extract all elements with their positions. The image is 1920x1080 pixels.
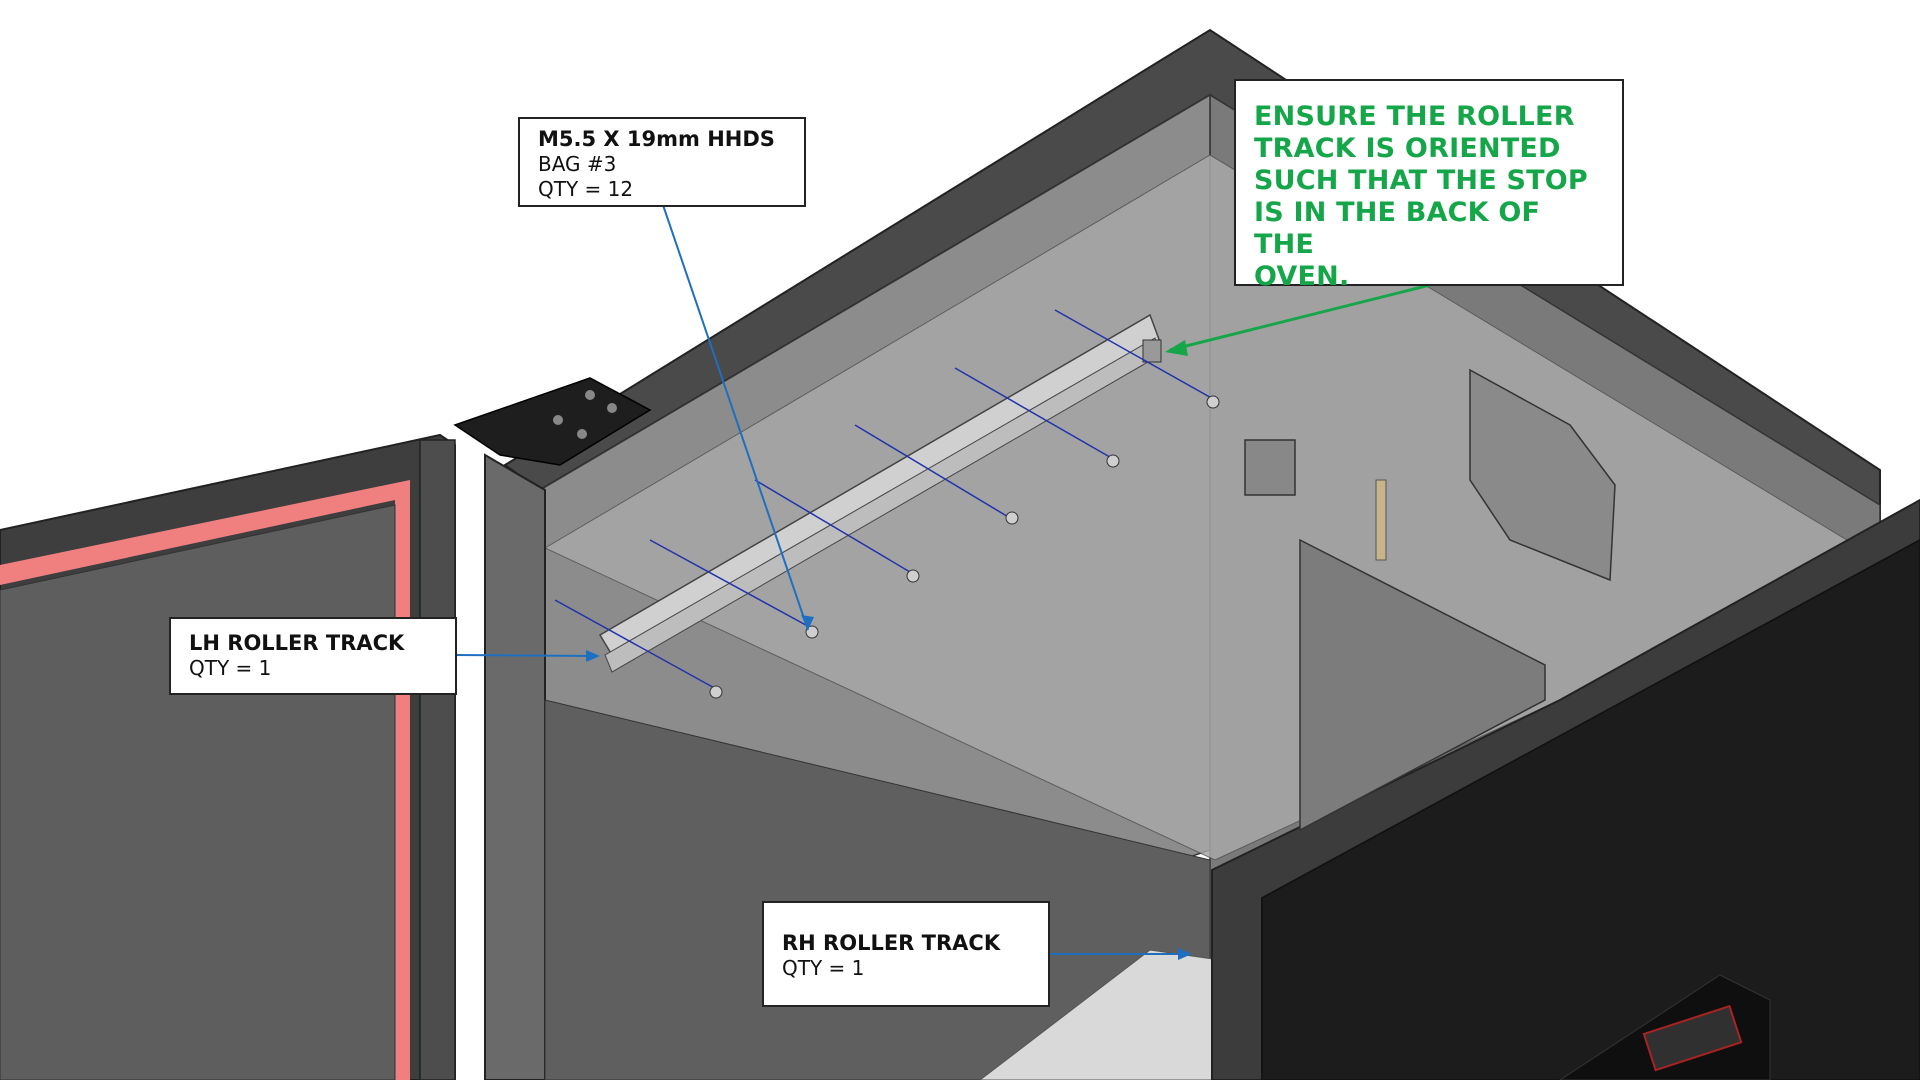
lh-track-title: LH ROLLER TRACK bbox=[189, 631, 405, 655]
note-leader bbox=[1169, 283, 1431, 352]
fastener-leader bbox=[662, 204, 809, 631]
hinge-bolt bbox=[585, 390, 595, 400]
rh-track-arrowhead bbox=[1178, 948, 1192, 960]
hinge-bolt bbox=[577, 429, 587, 439]
note-line: IS IN THE BACK OF THE bbox=[1254, 197, 1541, 260]
screw-axis-lines bbox=[554, 309, 1216, 691]
screws bbox=[709, 395, 1220, 699]
track-stop bbox=[1142, 339, 1162, 363]
screw bbox=[906, 569, 920, 583]
fastener-bag: BAG #3 bbox=[538, 152, 617, 176]
rh-track-title: RH ROLLER TRACK bbox=[782, 931, 1001, 955]
note-line: OVEN. bbox=[1254, 261, 1350, 292]
lh-track-arrowhead bbox=[586, 650, 600, 662]
note-line: ENSURE THE ROLLER bbox=[1254, 101, 1575, 132]
fastener-callout: M5.5 X 19mm HHDS BAG #3 QTY = 12 bbox=[518, 117, 806, 207]
right-front-panel bbox=[1261, 539, 1920, 1080]
rh-track-qty: QTY = 1 bbox=[782, 956, 865, 980]
fastener-qty: QTY = 12 bbox=[538, 177, 634, 201]
left-side-wall bbox=[484, 453, 546, 1080]
door-edge bbox=[419, 439, 456, 1080]
door-window bbox=[0, 504, 396, 1080]
note-arrowhead bbox=[1165, 340, 1188, 356]
hinge-bolt bbox=[553, 415, 563, 425]
blower-housing bbox=[1299, 538, 1546, 832]
warning-label bbox=[1642, 1004, 1743, 1072]
screw bbox=[709, 685, 723, 699]
note-line: TRACK IS ORIENTED bbox=[1254, 133, 1561, 164]
rh-track-callout: RH ROLLER TRACK QTY = 1 bbox=[762, 901, 1050, 1007]
hinge-bracket bbox=[453, 377, 652, 466]
hinge-bolt bbox=[607, 403, 617, 413]
screw bbox=[1106, 454, 1120, 468]
orientation-note: ENSURE THE ROLLER TRACK IS ORIENTED SUCH… bbox=[1234, 79, 1624, 292]
lh-track-leader bbox=[455, 654, 597, 657]
screw bbox=[805, 625, 819, 639]
vent-tube bbox=[1375, 479, 1387, 561]
fastener-arrowhead bbox=[801, 615, 814, 630]
motor-mount-plate bbox=[1469, 368, 1616, 582]
lh-track-callout: LH ROLLER TRACK QTY = 1 bbox=[169, 617, 457, 695]
note-line: SUCH THAT THE STOP bbox=[1254, 165, 1588, 196]
screw bbox=[1206, 395, 1220, 409]
bracket-part bbox=[1244, 439, 1296, 496]
lh-track-qty: QTY = 1 bbox=[189, 656, 272, 680]
screw bbox=[1005, 511, 1019, 525]
fastener-title: M5.5 X 19mm HHDS bbox=[538, 127, 775, 151]
